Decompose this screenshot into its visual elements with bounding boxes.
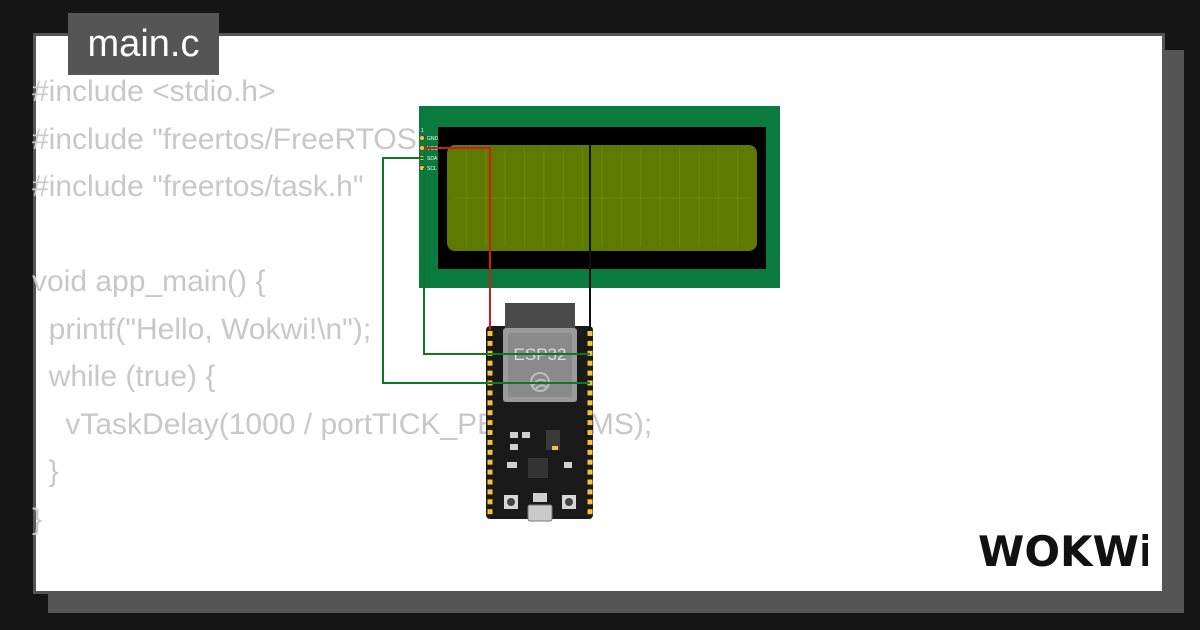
header-pin[interactable] [587, 430, 593, 435]
header-pin[interactable] [487, 430, 493, 435]
code-line: while (true) { [32, 360, 216, 393]
header-pin[interactable] [587, 449, 593, 455]
header-pin[interactable] [587, 489, 593, 495]
lcd-pin-index: 1 [421, 128, 424, 134]
header-pin[interactable] [587, 509, 593, 515]
wokwi-logo: WOKWi [978, 528, 1148, 574]
board-components [507, 430, 572, 478]
header-pin[interactable] [487, 459, 493, 465]
header-pin[interactable] [487, 420, 493, 426]
header-pin[interactable] [487, 469, 493, 475]
header-pin[interactable] [487, 340, 493, 346]
header-pin[interactable] [487, 400, 493, 406]
lcd-pin-vcc[interactable] [419, 145, 425, 151]
code-line: } [32, 455, 59, 488]
header-pin[interactable] [487, 331, 493, 336]
esp32-board[interactable]: ESP32 [486, 303, 593, 522]
header-pin[interactable] [587, 499, 593, 505]
lcd-pin-label-sda: SDA [427, 156, 438, 162]
header-pin[interactable] [487, 370, 493, 376]
usb-chip [533, 493, 547, 502]
header-pin[interactable] [487, 439, 493, 445]
code-line: } [32, 502, 43, 536]
code-line: void app_main() { [32, 265, 266, 298]
header-pin[interactable] [587, 459, 593, 465]
code-line: #include "freertos/FreeRTOS.h" [32, 122, 453, 156]
wokwi-logo-text: WOKWi [978, 528, 1148, 574]
wires [382, 145, 591, 384]
header-pin[interactable] [587, 410, 593, 416]
lcd-pin-gnd[interactable] [419, 135, 425, 141]
lcd-pin-label-gnd: GND [427, 136, 439, 142]
code-line: #include <stdio.h> [32, 75, 276, 108]
header-pin[interactable] [487, 509, 493, 515]
header-pin[interactable] [587, 340, 593, 346]
lcd-module[interactable]: 1 GND VCC SDA SCL [419, 106, 780, 288]
file-tab[interactable]: main.c [68, 13, 219, 75]
header-pin[interactable] [487, 390, 493, 396]
header-pin[interactable] [487, 489, 493, 495]
header-pin[interactable] [587, 360, 593, 366]
header-pin[interactable] [487, 449, 493, 455]
code-line: vTaskDelay(1000 / portTICK_PERIOD_MS); [32, 407, 653, 441]
header-pin[interactable] [587, 420, 593, 426]
header-pin[interactable] [487, 360, 493, 366]
header-pin[interactable] [587, 390, 593, 396]
header-pin[interactable] [487, 479, 493, 485]
reset-button[interactable] [562, 495, 576, 509]
header-pin[interactable] [587, 370, 593, 376]
header-pin[interactable] [487, 410, 493, 416]
lcd-pin-label-scl: SCL [427, 166, 437, 172]
lcd-grid [452, 149, 752, 247]
header-pin[interactable] [487, 499, 493, 505]
code-line: printf("Hello, Wokwi!\n"); [32, 312, 372, 346]
header-pin[interactable] [587, 439, 593, 445]
code-listing: #include <stdio.h> #include "freertos/Fre… [32, 68, 652, 543]
header-pin[interactable] [587, 331, 593, 336]
header-pin[interactable] [587, 469, 593, 475]
wire-vcc[interactable] [424, 147, 491, 330]
boot-button[interactable] [504, 495, 518, 509]
wire-sda[interactable] [382, 157, 490, 384]
header-pin[interactable] [587, 479, 593, 485]
header-pin[interactable] [587, 400, 593, 406]
wire-scl[interactable] [423, 168, 490, 355]
code-line: #include "freertos/task.h" [32, 170, 364, 203]
file-tab-label: main.c [87, 22, 200, 65]
esp32-module-can [508, 333, 572, 397]
usb-port[interactable] [527, 504, 553, 522]
